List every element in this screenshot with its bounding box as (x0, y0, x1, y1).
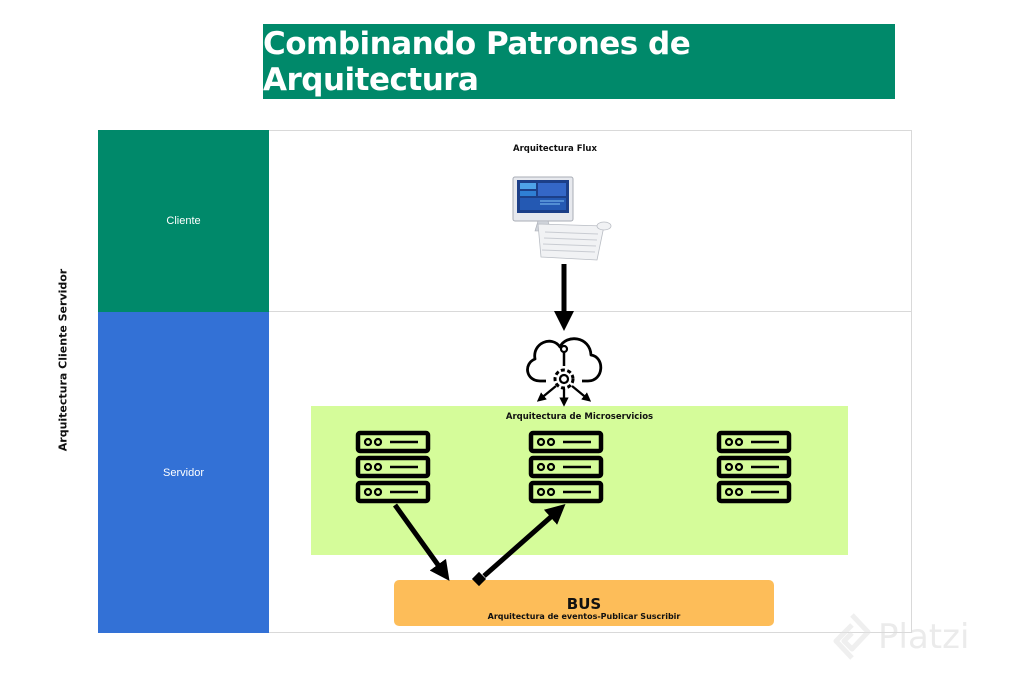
subscribe-connector (471, 571, 487, 587)
title-banner: Combinando Patrones de Arquitectura (263, 24, 895, 99)
cloud-gear-icon (526, 337, 603, 407)
server-rack-icon (531, 433, 601, 501)
event-bus-box: BUS Arquitectura de eventos-Publicar Sus… (394, 580, 774, 626)
platzi-logo-icon (833, 613, 871, 660)
flux-architecture-label: Arquitectura Flux (513, 144, 597, 154)
microservices-label: Arquitectura de Microservicios (505, 412, 654, 422)
publish-arrow (392, 503, 450, 581)
server-lane: Servidor (98, 312, 269, 633)
server-rack-icon (719, 433, 789, 501)
bus-title: BUS (566, 595, 602, 613)
server-lane-label: Servidor (163, 466, 204, 479)
lane-divider (268, 311, 912, 312)
bus-subtitle: Arquitectura de eventos-Publicar Suscrib… (487, 612, 681, 621)
client-lane-label: Cliente (166, 215, 201, 227)
subscribe-arrow (482, 504, 566, 578)
desktop-computer-icon (512, 176, 612, 261)
watermark-text: Platzi (878, 617, 970, 657)
platzi-watermark: Platzi (832, 612, 969, 662)
page-title: Combinando Patrones de Arquitectura (263, 25, 691, 98)
server-rack-icon (358, 433, 428, 501)
client-lane: Cliente (98, 130, 269, 312)
